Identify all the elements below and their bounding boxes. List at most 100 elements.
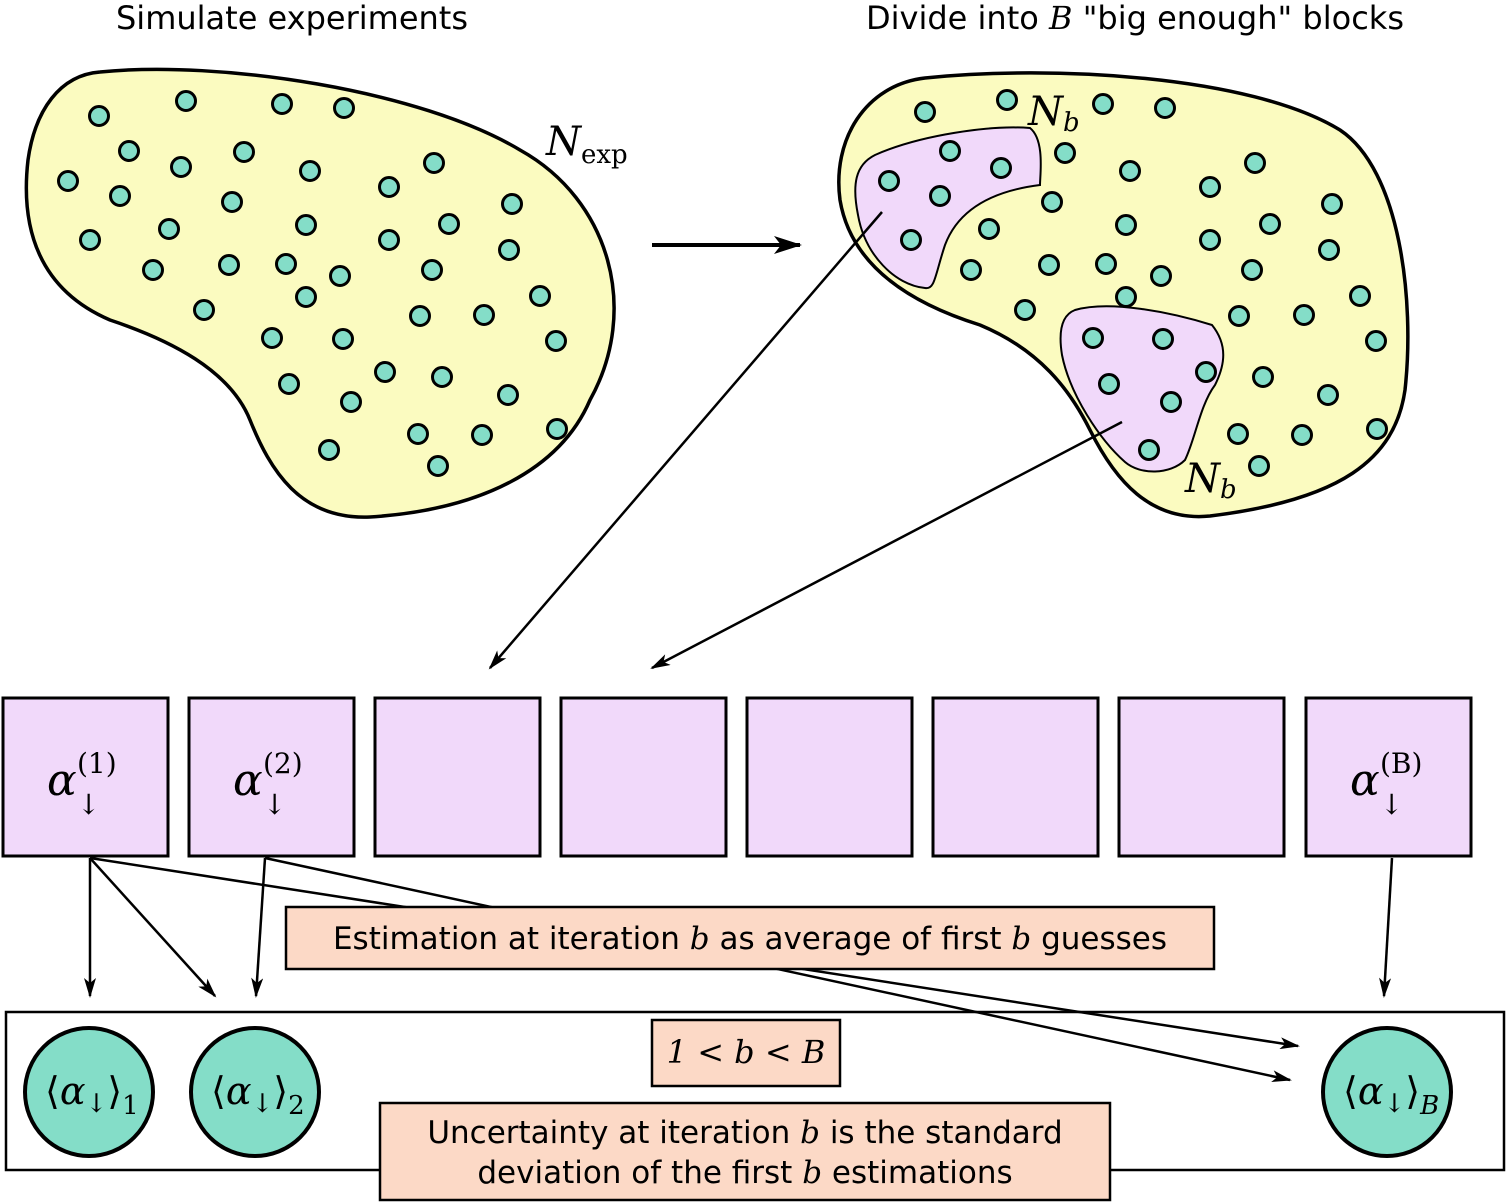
block-box [373, 696, 542, 858]
range-note-text: 1 < b < B [667, 1033, 826, 1071]
block-alpha: α [47, 755, 77, 806]
right-experiment-dots [878, 89, 1388, 477]
uncertainty-note-line1: Uncertainty at iteration b is the standa… [427, 1115, 1062, 1151]
sample-dot [960, 259, 982, 281]
sample-dot [1152, 328, 1174, 350]
sample-dot [332, 328, 354, 350]
block-region-lower [1059, 305, 1225, 473]
sample-dot [278, 373, 300, 395]
left-experiment-dots [57, 90, 568, 477]
sample-dot [218, 254, 240, 276]
uncertainty-note-line2: deviation of the first b estimations [477, 1155, 1012, 1191]
sample-dot [914, 101, 936, 123]
sample-dot [271, 93, 293, 115]
sample-dot [1115, 286, 1137, 308]
sample-dot [990, 157, 1012, 179]
sample-dot [407, 423, 429, 445]
sample-dot [1014, 299, 1036, 321]
block-alpha: α [1350, 755, 1380, 806]
arrow-b2-to-e2 [251, 857, 267, 998]
block-superscript: (1) [77, 747, 117, 780]
sample-dot [374, 361, 396, 383]
sample-dot [1252, 366, 1274, 388]
sample-dot [1199, 229, 1221, 251]
sample-dot [900, 229, 922, 251]
sample-dot [88, 105, 110, 127]
sample-dot [1092, 93, 1114, 115]
sample-dot [1082, 327, 1104, 349]
estimate-label: ⟨α↓⟩1 [45, 1069, 139, 1121]
sample-dot [175, 90, 197, 112]
sample-dot [1366, 418, 1388, 440]
estimation-note-text: Estimation at iteration b as average of … [333, 921, 1167, 957]
sample-dot [295, 214, 317, 236]
sample-dot [109, 185, 131, 207]
sample-dot [1160, 391, 1182, 413]
sample-dot [275, 253, 297, 275]
sample-dot [996, 89, 1018, 111]
block-box [187, 696, 356, 858]
range-note-box [650, 1018, 842, 1088]
arrow-region-to-block-2 [650, 420, 1123, 670]
block-box [559, 696, 728, 858]
sample-dot [1291, 424, 1313, 446]
block-8: α↓(B) [1304, 696, 1473, 858]
sample-dot [1365, 330, 1387, 352]
sample-dot [1095, 253, 1117, 275]
sample-dot [501, 193, 523, 215]
sample-dot [1150, 265, 1172, 287]
sample-dot [1321, 193, 1343, 215]
estimate-2: ⟨α↓⟩2 [189, 1026, 321, 1158]
sample-dot [170, 156, 192, 178]
block-4 [559, 696, 728, 858]
block-box [931, 696, 1100, 858]
sample-dot [318, 439, 340, 461]
sample-dot [1259, 213, 1281, 235]
block-box [1117, 696, 1286, 858]
sample-dot [978, 218, 1000, 240]
sample-dot [1227, 423, 1249, 445]
estimate-circle [189, 1026, 321, 1158]
n-b-label-upper: Nb [1027, 89, 1080, 138]
title-divide: Divide into B "big enough" blocks [866, 0, 1404, 37]
arrow-region-to-block-1 [488, 211, 883, 670]
sample-dot [261, 327, 283, 349]
arrow-bB-to-eB [1379, 857, 1394, 998]
sample-dot [431, 366, 453, 388]
sample-dot [329, 265, 351, 287]
experiments-blob [24, 67, 616, 519]
sample-dot [421, 259, 443, 281]
sample-dot [546, 418, 568, 440]
block-arrow-subscript: ↓ [1380, 788, 1403, 821]
sample-dot [158, 218, 180, 240]
block-box [1304, 696, 1473, 858]
sample-dot [295, 286, 317, 308]
sample-dot [1349, 285, 1371, 307]
sample-dot [1317, 384, 1339, 406]
block-2: α↓(2) [187, 696, 356, 858]
sample-dot [1098, 373, 1120, 395]
sample-dot [427, 455, 449, 477]
block-superscript: (2) [263, 747, 303, 780]
sample-dot [1228, 305, 1250, 327]
sample-dot [529, 285, 551, 307]
sample-dot [340, 391, 362, 413]
sample-dot [57, 170, 79, 192]
sample-dot [497, 384, 519, 406]
block-box [745, 696, 914, 858]
sample-dot [333, 97, 355, 119]
sample-dot [233, 141, 255, 163]
sample-dot [1054, 142, 1076, 164]
sample-dot [1038, 254, 1060, 276]
sample-dot [1318, 239, 1340, 261]
sample-dot [193, 299, 215, 321]
sample-dot [1248, 455, 1270, 477]
sample-dot [1119, 160, 1141, 182]
sample-dot [939, 140, 961, 162]
sample-dot [545, 330, 567, 352]
sample-dot [473, 304, 495, 326]
sample-dot [142, 259, 164, 281]
block-alpha: α [233, 755, 263, 806]
sample-dot [79, 229, 101, 251]
